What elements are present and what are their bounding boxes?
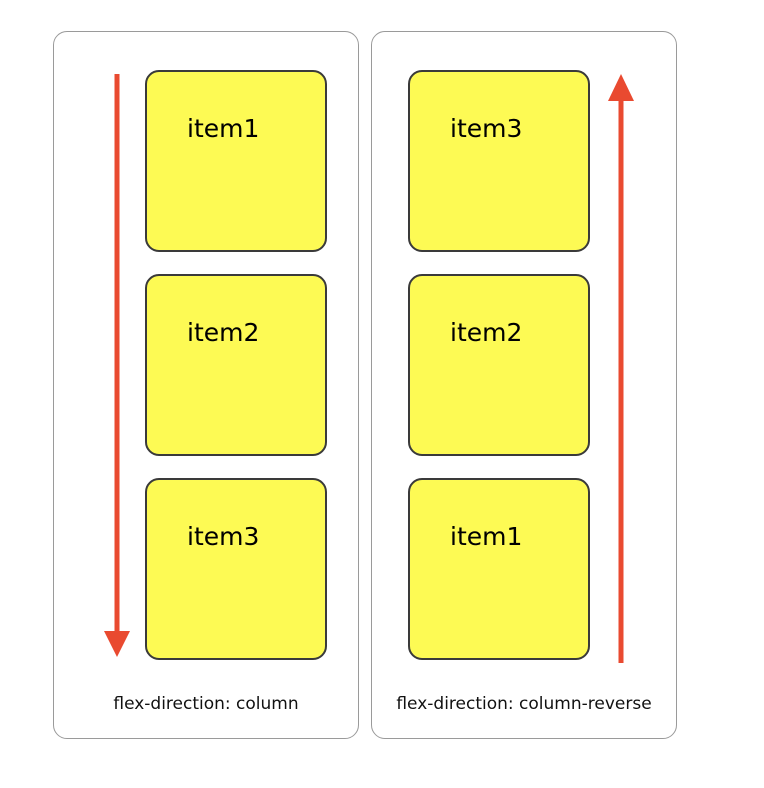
item-label: item3 [187,522,260,551]
item-label: item1 [450,522,523,551]
arrow-down-icon [104,74,130,657]
flex-item: item2 [408,274,590,456]
panel-caption: flex-direction: column [113,694,299,714]
flex-item: item1 [408,478,590,660]
flex-item: item3 [145,478,327,660]
item-label: item2 [187,318,260,347]
panel-caption: flex-direction: column-reverse [396,694,652,714]
flex-item: item3 [408,70,590,252]
flex-item: item2 [145,274,327,456]
panel-flex-column: item1 item2 item3 flex-direction: column [53,31,359,739]
item-label: item3 [450,114,523,143]
arrow-up-icon [608,74,634,663]
item-label: item1 [187,114,260,143]
flex-item: item1 [145,70,327,252]
panel-flex-column-reverse: item3 item2 item1 flex-direction: column… [371,31,677,739]
item-label: item2 [450,318,523,347]
